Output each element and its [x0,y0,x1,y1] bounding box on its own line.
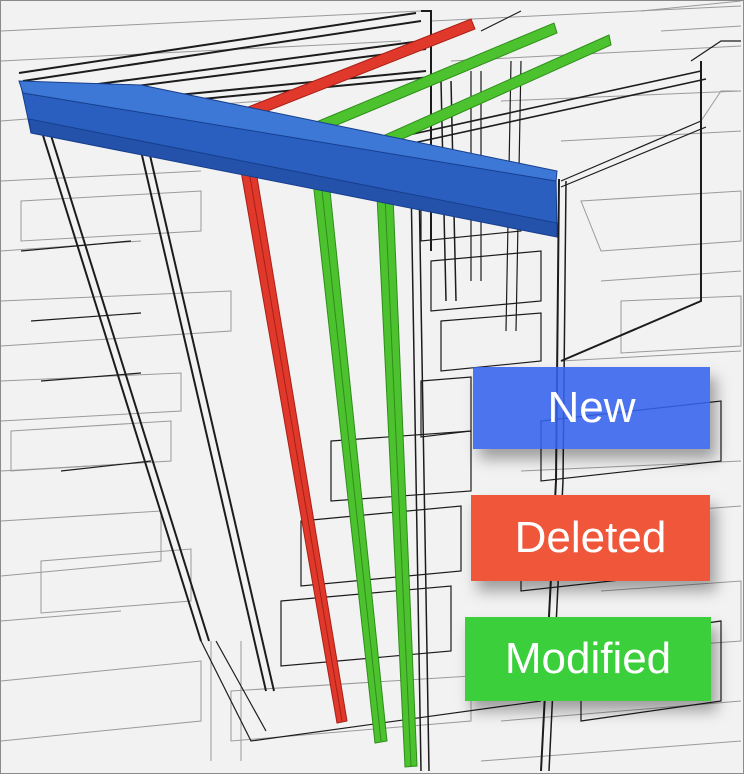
legend-deleted-text: Deleted [514,513,667,562]
new-member [18,80,558,238]
legend-new-text: New [547,383,636,432]
legend-deleted-label: Deleted [471,495,710,581]
modified-column-1 [312,180,388,744]
legend-modified-label: Modified [465,617,711,701]
legend-new-label: New [473,367,710,449]
new-main-beam-top-flange [18,80,558,182]
modified-members [308,22,612,768]
new-main-beam-bottom-flange [28,118,558,238]
legend-modified-text: Modified [504,634,672,683]
